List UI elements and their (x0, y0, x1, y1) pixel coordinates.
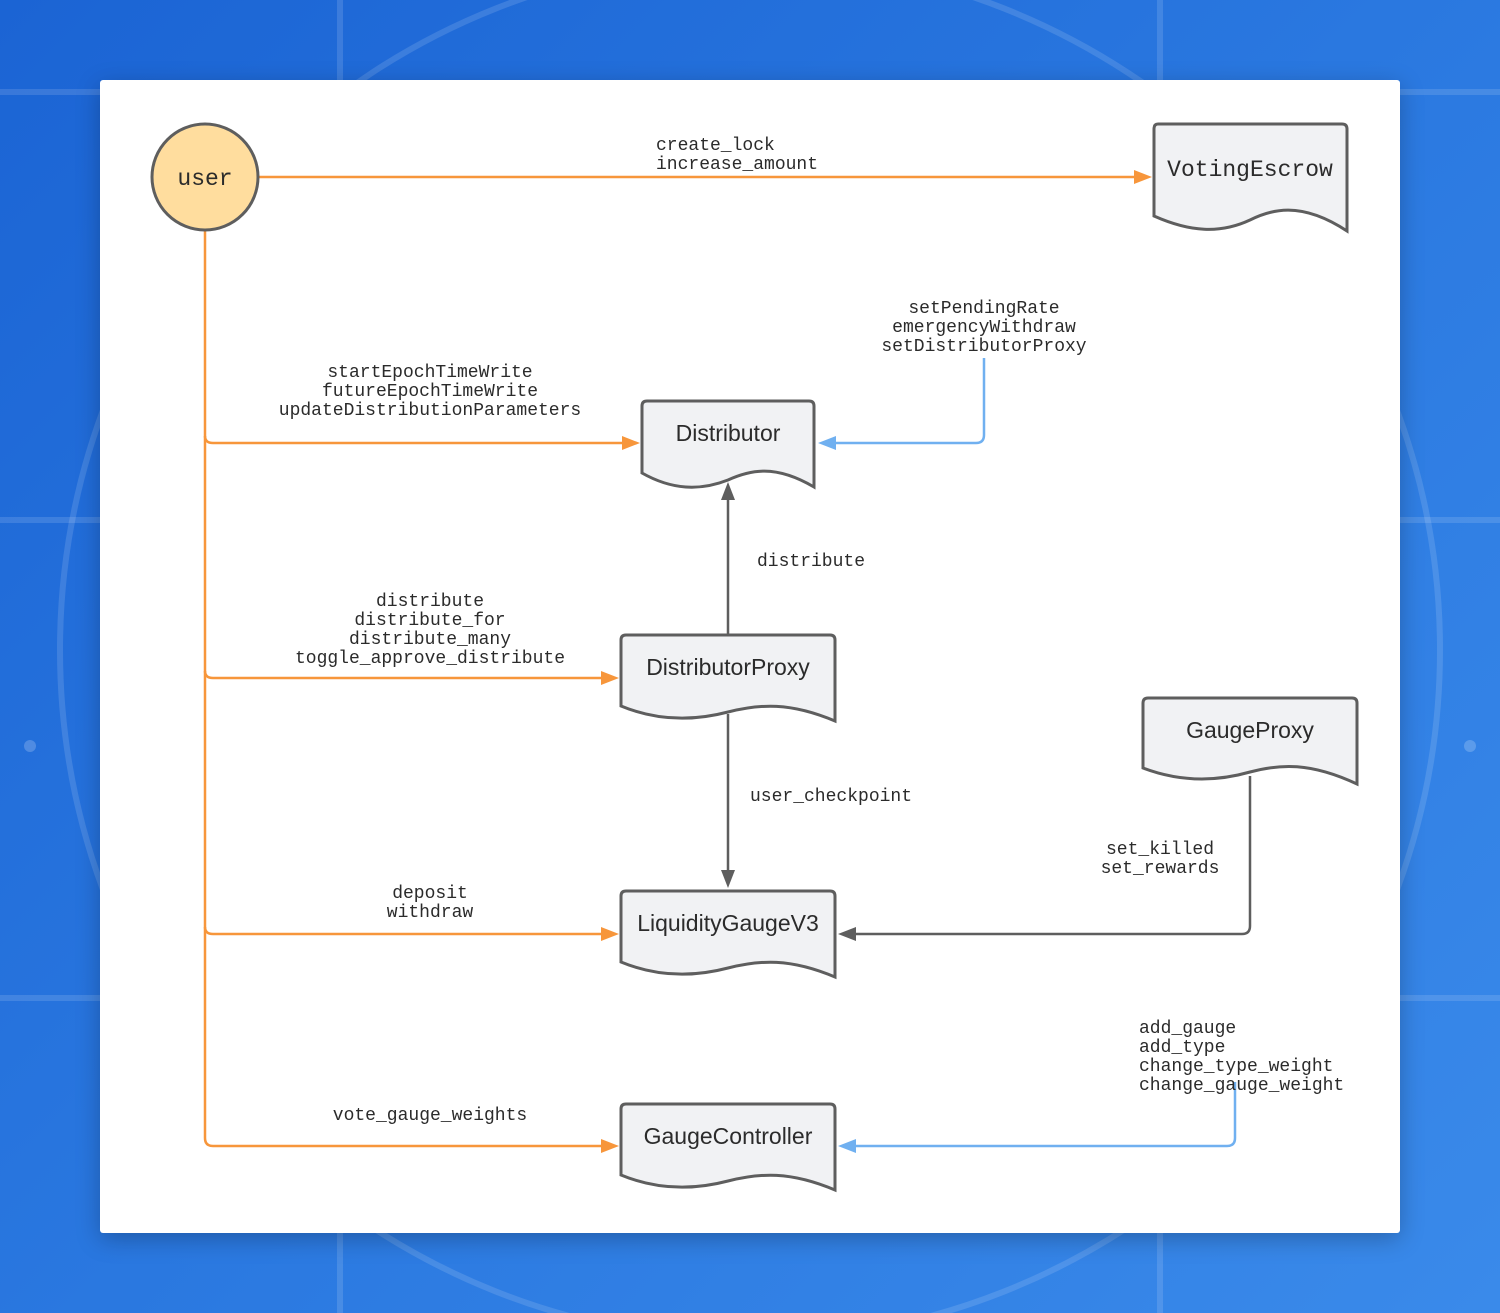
label-proxy-to-gauge: user_checkpoint (750, 787, 912, 807)
edge-label-line: updateDistributionParameters (279, 401, 581, 421)
edge-user-to-liquidity-gauge (203, 926, 619, 941)
edge-label-line: setDistributorProxy (881, 337, 1086, 357)
label-user-to-distributor: startEpochTimeWrite futureEpochTimeWrite… (279, 363, 581, 421)
edge-label-line: withdraw (387, 903, 474, 923)
edge-label-line: toggle_approve_distribute (295, 649, 565, 669)
node-gauge-controller[interactable]: GaugeController (619, 1102, 837, 1193)
edge-admin-to-distributor (818, 358, 986, 450)
edge-label-line: change_gauge_weight (1139, 1076, 1344, 1096)
label-admin-to-controller: add_gauge add_type change_type_weight ch… (1139, 1019, 1344, 1096)
edge-label-line: vote_gauge_weights (333, 1106, 527, 1126)
edge-user-to-distributor (203, 435, 640, 450)
edge-user-to-distributor-proxy (203, 670, 619, 685)
edge-label-line: set_killed (1106, 840, 1214, 860)
label-user-to-voting-escrow: create_lock increase_amount (656, 136, 818, 175)
edge-label-line: create_lock (656, 136, 775, 156)
edge-label-line: distribute (757, 552, 865, 572)
edge-user-to-voting-escrow (259, 170, 1152, 184)
edge-user-trunk (203, 230, 214, 1148)
node-liquidity-gauge-label: LiquidityGaugeV3 (637, 910, 819, 936)
edge-user-to-gauge-controller (213, 1139, 619, 1153)
label-user-to-controller: vote_gauge_weights (333, 1106, 527, 1126)
edge-label-line: set_rewards (1101, 859, 1220, 879)
edge-label-line: distribute_many (349, 630, 511, 650)
label-proxy-to-distributor: distribute (757, 552, 865, 572)
node-gauge-controller-label: GaugeController (644, 1123, 813, 1149)
edge-label-line: futureEpochTimeWrite (322, 382, 538, 402)
node-distributor-proxy-label: DistributorProxy (646, 654, 810, 680)
edge-label-line: user_checkpoint (750, 787, 912, 807)
edge-label-line: setPendingRate (908, 299, 1059, 319)
edge-label-line: change_type_weight (1139, 1057, 1333, 1077)
edge-label-line: distribute (376, 592, 484, 612)
node-user-label: user (177, 166, 232, 192)
node-voting-escrow[interactable]: VotingEscrow (1152, 122, 1349, 234)
edge-label-line: deposit (392, 884, 468, 904)
edge-label-line: distribute_for (354, 611, 505, 631)
label-admin-to-distributor: setPendingRate emergencyWithdraw setDist… (881, 299, 1086, 357)
node-liquidity-gauge[interactable]: LiquidityGaugeV3 (619, 889, 837, 980)
label-user-to-distributor-proxy: distribute distribute_for distribute_man… (295, 592, 565, 669)
node-user[interactable]: user (150, 122, 260, 232)
label-user-to-gauge: deposit withdraw (387, 884, 474, 923)
node-distributor-label: Distributor (676, 420, 781, 446)
edge-proxy-to-liquidity-gauge (721, 714, 735, 888)
edge-gauge-proxy-to-liquidity-gauge (838, 776, 1252, 941)
edge-proxy-to-distributor (721, 482, 735, 634)
edge-label-line: startEpochTimeWrite (327, 363, 532, 383)
node-gauge-proxy-label: GaugeProxy (1186, 717, 1314, 743)
edge-admin-to-gauge-controller (838, 1082, 1237, 1153)
edge-label-line: add_gauge (1139, 1019, 1236, 1039)
node-gauge-proxy[interactable]: GaugeProxy (1141, 696, 1359, 787)
node-voting-escrow-label: VotingEscrow (1167, 157, 1333, 183)
edge-label-line: add_type (1139, 1038, 1225, 1058)
edge-label-line: increase_amount (656, 155, 818, 175)
node-distributor-proxy[interactable]: DistributorProxy (619, 633, 837, 724)
edge-label-line: emergencyWithdraw (892, 318, 1076, 338)
node-distributor[interactable]: Distributor (640, 399, 816, 490)
label-gauge-proxy-to-gauge: set_killed set_rewards (1101, 840, 1220, 879)
